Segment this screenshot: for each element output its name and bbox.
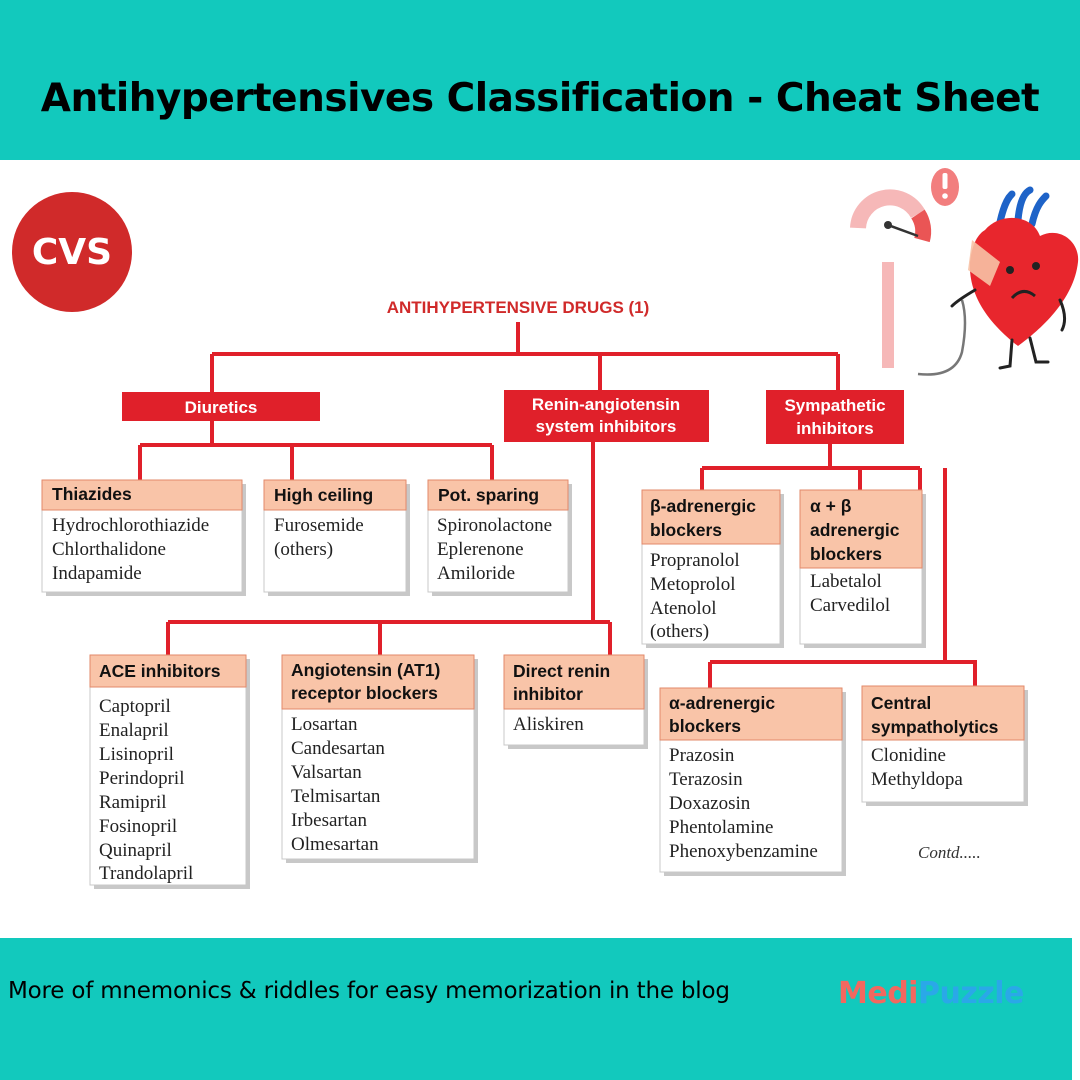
group-thiazides: Thiazides Hydrochlorothiazide Chlorthali… bbox=[41, 479, 246, 596]
brand-part-medi: Medi bbox=[838, 976, 918, 1011]
drug-name: Clonidine bbox=[871, 745, 946, 766]
group-beta-blockers: β-adrenergic blockers Propranolol Metopr… bbox=[641, 489, 784, 648]
drug-name: Telmisartan bbox=[291, 786, 381, 807]
group-title: Direct renin bbox=[513, 661, 610, 681]
footer-text: More of mnemonics & riddles for easy mem… bbox=[8, 978, 730, 1004]
group-high-ceiling: High ceiling Furosemide (others) bbox=[263, 479, 410, 596]
continued-note: Contd..... bbox=[918, 843, 981, 862]
drug-name: Carvedilol bbox=[810, 595, 890, 616]
footer-banner bbox=[0, 938, 1072, 1080]
group-direct-renin-inhibitor: Direct renin inhibitor Aliskiren bbox=[503, 654, 648, 749]
group-title: β-adrenergic bbox=[650, 496, 756, 516]
category-sympathetic: Sympathetic inhibitors bbox=[766, 390, 904, 444]
drug-name: Hydrochlorothiazide bbox=[52, 515, 209, 536]
drug-name: Losartan bbox=[291, 714, 358, 735]
drug-name: Labetalol bbox=[810, 571, 882, 592]
drug-name: Perindopril bbox=[99, 768, 185, 789]
category-diuretics: Diuretics bbox=[122, 392, 320, 421]
group-pot-sparing: Pot. sparing Spironolactone Eplerenone A… bbox=[427, 479, 572, 596]
group-ace-inhibitors: ACE inhibitors Captopril Enalapril Lisin… bbox=[89, 654, 250, 889]
sad-heart-icon bbox=[950, 186, 1079, 370]
drug-name: Amiloride bbox=[437, 563, 515, 584]
drug-name: Trandolapril bbox=[99, 863, 193, 884]
drug-name: Doxazosin bbox=[669, 793, 751, 814]
group-angiotensin-receptor-blockers: Angiotensin (AT1) receptor blockers Losa… bbox=[281, 654, 478, 863]
warning-icon bbox=[931, 168, 959, 206]
drug-name: Terazosin bbox=[669, 769, 743, 790]
group-alpha-beta-blockers: α + β adrenergic blockers Labetalol Carv… bbox=[799, 489, 926, 648]
group-title: High ceiling bbox=[274, 485, 373, 505]
drug-name: Olmesartan bbox=[291, 834, 379, 855]
drug-name: Captopril bbox=[99, 696, 171, 717]
category-renin-angiotensin: Renin-angiotensin system inhibitors bbox=[504, 390, 709, 442]
drug-name: Candesartan bbox=[291, 738, 385, 759]
group-title: blockers bbox=[810, 544, 882, 564]
drug-name: (others) bbox=[650, 621, 709, 642]
drug-name: Chlorthalidone bbox=[52, 539, 166, 560]
group-title: α-adrenergic bbox=[669, 693, 775, 713]
drug-name: Spironolactone bbox=[437, 515, 552, 536]
drug-name: Valsartan bbox=[291, 762, 362, 783]
group-title: Pot. sparing bbox=[438, 485, 539, 505]
drug-name: Lisinopril bbox=[99, 744, 174, 765]
drug-name: Indapamide bbox=[52, 563, 142, 584]
drug-name: Furosemide bbox=[274, 515, 364, 536]
drug-name: Enalapril bbox=[99, 720, 169, 741]
drug-name: Irbesartan bbox=[291, 810, 367, 831]
drug-name: Fosinopril bbox=[99, 816, 177, 837]
group-title: blockers bbox=[650, 520, 722, 540]
group-title: inhibitor bbox=[513, 684, 583, 704]
category-label: Diuretics bbox=[185, 398, 258, 417]
brand-part-puzzle: Puzzle bbox=[917, 976, 1024, 1011]
category-label: system inhibitors bbox=[536, 417, 677, 436]
drug-name: Atenolol bbox=[650, 598, 717, 619]
group-title: Central bbox=[871, 693, 931, 713]
drug-name: Eplerenone bbox=[437, 539, 524, 560]
connector-lines bbox=[138, 322, 977, 688]
page-title: Antihypertensives Classification - Cheat… bbox=[40, 76, 1040, 121]
drug-name: Ramipril bbox=[99, 792, 167, 813]
drug-name: (others) bbox=[274, 539, 333, 560]
category-label: Sympathetic bbox=[784, 396, 885, 415]
group-alpha-blockers: α-adrenergic blockers Prazosin Terazosin… bbox=[659, 687, 846, 876]
group-title: Thiazides bbox=[52, 484, 132, 504]
group-title: adrenergic bbox=[810, 520, 900, 540]
drug-name: Quinapril bbox=[99, 840, 172, 861]
category-label: inhibitors bbox=[796, 419, 873, 438]
drug-name: Methyldopa bbox=[871, 769, 963, 790]
drug-name: Metoprolol bbox=[650, 574, 736, 595]
drug-name: Phenoxybenzamine bbox=[669, 841, 818, 862]
group-title: ACE inhibitors bbox=[99, 661, 221, 681]
group-title: receptor blockers bbox=[291, 683, 438, 703]
drug-name: Propranolol bbox=[650, 550, 740, 571]
cvs-badge: CVS bbox=[12, 192, 132, 312]
drug-name: Prazosin bbox=[669, 745, 735, 766]
blood-pressure-gauge-icon bbox=[850, 189, 967, 376]
group-title: α + β bbox=[810, 496, 852, 516]
drug-name: Phentolamine bbox=[669, 817, 773, 838]
root-label: ANTIHYPERTENSIVE DRUGS (1) bbox=[387, 298, 650, 317]
category-label: Renin-angiotensin bbox=[532, 395, 680, 414]
group-central-sympatholytics: Central sympatholytics Clonidine Methyld… bbox=[861, 685, 1028, 806]
brand-logo[interactable]: MediPuzzle bbox=[838, 976, 1024, 1011]
group-title: sympatholytics bbox=[871, 717, 999, 737]
drug-name: Aliskiren bbox=[513, 714, 584, 735]
group-title: blockers bbox=[669, 716, 741, 736]
group-title: Angiotensin (AT1) bbox=[291, 660, 440, 680]
header-banner bbox=[0, 0, 1080, 160]
